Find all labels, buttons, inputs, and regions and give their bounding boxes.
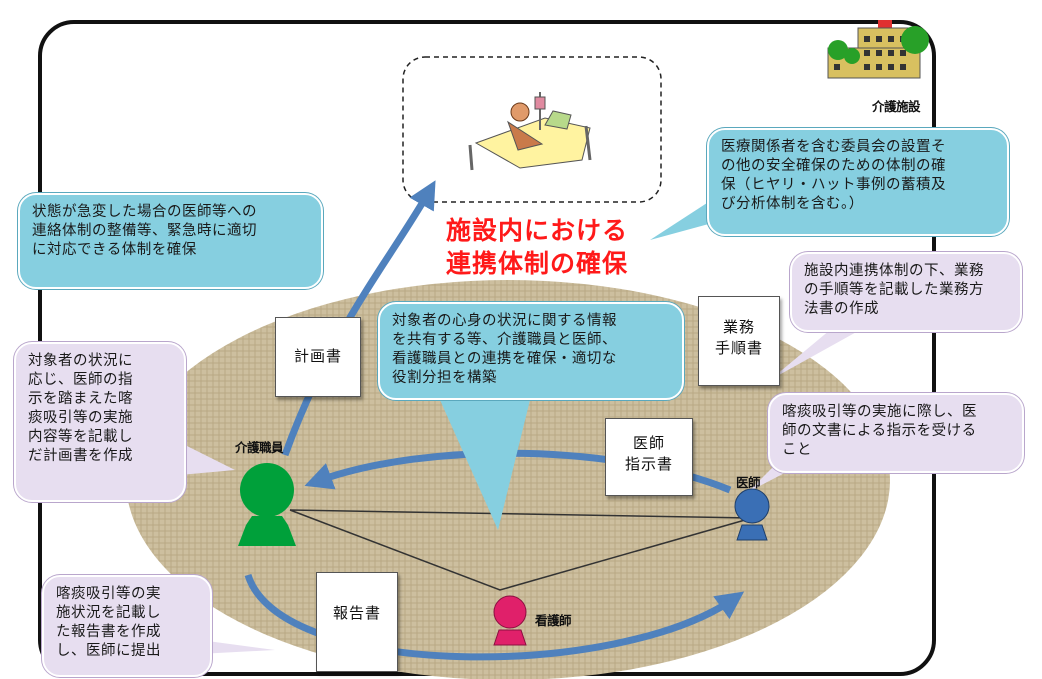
callout-info-share: 対象者の心身の状況に関する情報 を共有する等、介護職員と医師、 看護職員との連携… [378, 302, 684, 400]
callout-tail-plan [175, 440, 235, 475]
document-doctor-instruction: 医師 指示書 [605, 418, 693, 496]
document-plan: 計画書 [275, 317, 361, 397]
callout-emergency: 状態が急変した場合の医師等への 連絡体制の整備等、緊急時に適切 に対応できる体制… [18, 193, 323, 289]
role-label-doctor: 医師 [736, 475, 761, 490]
hospital-building-icon [827, 20, 929, 79]
person-icon-care-worker [238, 463, 296, 546]
arrow-worker-to-patient [281, 180, 436, 457]
relation-triangle [289, 509, 753, 591]
document-procedure: 業務 手順書 [698, 296, 780, 386]
facility-label: 介護施設 [872, 99, 921, 114]
document-report: 報告書 [316, 572, 398, 672]
diagram-title: 施設内における 連携体制の確保 [445, 216, 628, 278]
callout-committee: 医療関係者を含む委員会の設置そ の他の安全確保のための体制の確 保（ヒヤリ・ハッ… [707, 128, 1009, 236]
person-icon-doctor [734, 488, 770, 541]
person-icon-nurse [493, 595, 527, 646]
callout-tail-manual [770, 330, 860, 380]
patient-bed-icon [468, 92, 592, 171]
callout-manual: 施設内連携体制の下、業務 の手順等を記載した業務方 法書の作成 [790, 252, 1022, 332]
role-label-care-worker: 介護職員 [235, 440, 284, 455]
callout-tail-info-share [440, 400, 530, 530]
callout-doctor-doc: 喀痰吸引等の実施に際し、医 師の文書による指示を受ける こと [768, 393, 1024, 473]
role-label-nurse: 看護師 [535, 613, 572, 628]
callout-report-submit: 喀痰吸引等の実 施状況を記載し た報告書を作成 し、医師に提出 [42, 575, 212, 677]
arrow-worker-to-doctor [244, 573, 745, 661]
callout-plan-create: 対象者の状況に 応じ、医師の指 示を踏まえた喀 痰吸引等の実施 内容等を記載し … [14, 342, 186, 502]
